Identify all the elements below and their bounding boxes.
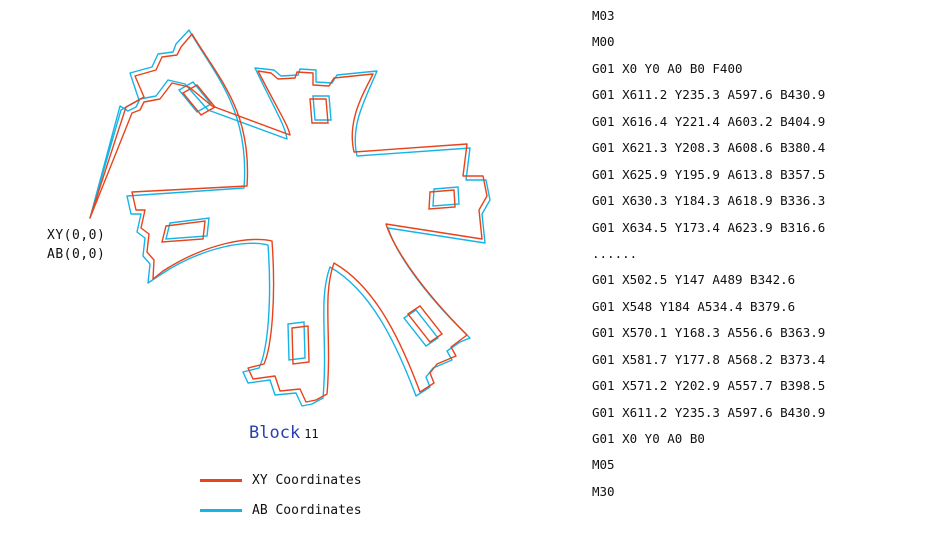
legend-label-xy: XY Coordinates xyxy=(252,472,362,488)
gcode-line: M00 xyxy=(592,34,615,50)
gcode-line: G01 X570.1 Y168.3 A556.6 B363.9 xyxy=(592,325,826,341)
gcode-line: G01 X611.2 Y235.3 A597.6 B430.9 xyxy=(592,87,826,103)
gcode-line: G01 X625.9 Y195.9 A613.8 B357.5 xyxy=(592,166,826,182)
gcode-line: G01 X571.2 Y202.9 A557.7 B398.5 xyxy=(592,378,826,394)
ab-pocket-bottomright xyxy=(402,309,440,347)
gcode-line: G01 X548 Y184 A534.4 B379.6 xyxy=(592,298,796,314)
gcode-line: G01 X634.5 Y173.4 A623.9 B316.6 xyxy=(592,219,826,235)
gcode-line: G01 X581.7 Y177.8 A568.2 B373.4 xyxy=(592,351,826,367)
xy-toolpath xyxy=(89,33,488,403)
xy-pocket-top xyxy=(181,84,217,116)
gcode-line: M30 xyxy=(592,483,615,499)
gcode-line: G01 X621.3 Y208.3 A608.6 B380.4 xyxy=(592,140,826,156)
xy-pocket-bottomright xyxy=(406,305,444,343)
gcode-line: M03 xyxy=(592,8,615,23)
ab-pocket-topmid xyxy=(312,95,332,121)
xy-pocket-topmid xyxy=(309,98,329,124)
gcode-line: G01 X502.5 Y147 A489 B342.6 xyxy=(592,272,796,288)
origin-ab-label: AB(0,0) xyxy=(47,247,106,262)
ab-pocket-right xyxy=(432,186,460,207)
legend-item-ab: AB Coordinates xyxy=(200,501,362,519)
gcode-line: G01 X630.3 Y184.3 A618.9 B336.3 xyxy=(592,193,826,209)
legend-swatch-ab xyxy=(200,508,242,512)
origin-xy-label: XY(0,0) xyxy=(47,228,106,243)
legend-swatch-xy xyxy=(200,478,242,482)
gcode-line: G01 X616.4 Y221.4 A603.2 B404.9 xyxy=(592,113,826,129)
ab-pocket-left xyxy=(165,217,210,240)
block-title-text: Block xyxy=(249,423,301,443)
gcode-line: G01 X0 Y0 A0 B0 F400 xyxy=(592,60,743,76)
ab-pocket-top xyxy=(177,81,213,113)
legend-label-ab: AB Coordinates xyxy=(252,502,362,518)
ab-toolpath xyxy=(89,29,491,407)
xy-pocket-bottom xyxy=(291,325,310,365)
ab-pocket-bottom xyxy=(287,321,306,361)
legend-item-xy: XY Coordinates xyxy=(200,471,362,489)
toolpath-diagram xyxy=(89,29,491,407)
xy-pocket-left xyxy=(161,220,206,243)
xy-pocket-right xyxy=(428,189,456,210)
gcode-line: G01 X0 Y0 A0 B0 xyxy=(592,431,705,446)
gcode-line: ...... xyxy=(592,245,638,261)
gcode-line: M05 xyxy=(592,457,615,473)
block-number: 11 xyxy=(304,427,319,441)
gcode-line: G01 X611.2 Y235.3 A597.6 B430.9 xyxy=(592,404,826,420)
